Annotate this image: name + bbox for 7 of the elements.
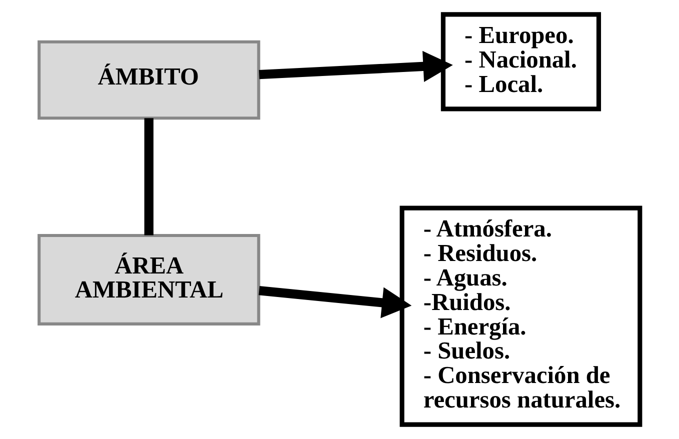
node-box: ÁREA AMBIENTAL bbox=[38, 234, 260, 326]
arrow bbox=[258, 50, 453, 82]
node-box: - Europeo. - Nacional. - Local. bbox=[440, 12, 602, 112]
node-box: - Atmósfera. - Residuos. - Aguas. -Ruidos. - Energía. - Suelos. - Conservación de recursos naturales. bbox=[400, 206, 642, 427]
node-box: ÁMBITO bbox=[38, 40, 260, 120]
connector bbox=[144, 118, 154, 236]
arrow bbox=[258, 286, 412, 318]
